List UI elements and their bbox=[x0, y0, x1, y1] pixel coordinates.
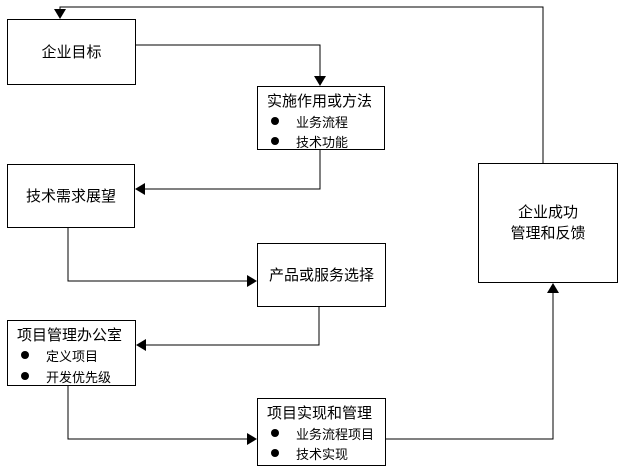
bullet-icon bbox=[21, 351, 29, 359]
node-implementation-method-title: 实施作用或方法 bbox=[267, 92, 373, 110]
connector-realization-to-success bbox=[386, 283, 559, 440]
bullet-label: 定义项目 bbox=[46, 349, 99, 365]
node-tech-requirement-outlook: 技术需求展望 bbox=[7, 164, 135, 228]
bullet-label: 技术功能 bbox=[296, 135, 349, 150]
node-product-service-selection: 产品或服务选择 bbox=[257, 243, 386, 307]
node-tech-requirement-outlook-label: 技术需求展望 bbox=[25, 186, 116, 205]
bullet-label: 开发优先级 bbox=[46, 370, 112, 386]
connector-techreq-to-product bbox=[67, 228, 257, 287]
connector-pmo-to-realization bbox=[67, 386, 257, 445]
bullet-icon bbox=[271, 429, 279, 437]
node-project-realization: 项目实现和管理 业务流程项目 技术实现 bbox=[257, 398, 386, 466]
bullet-icon bbox=[271, 117, 279, 125]
node-implementation-method: 实施作用或方法 业务流程 技术功能 bbox=[257, 86, 385, 150]
node-product-service-selection-label: 产品或服务选择 bbox=[268, 265, 374, 284]
bullet-item: 业务流程项目 bbox=[258, 423, 385, 443]
bullet-icon bbox=[21, 372, 29, 380]
node-pmo-title: 项目管理办公室 bbox=[17, 326, 123, 344]
connector-product-to-pmo bbox=[136, 307, 320, 351]
bullet-item: 技术功能 bbox=[258, 131, 384, 150]
node-enterprise-success-label: 企业成功 管理和反馈 bbox=[510, 202, 585, 244]
bullet-item: 业务流程 bbox=[258, 111, 384, 131]
connector-goals-to-method bbox=[136, 44, 326, 86]
bullet-item: 定义项目 bbox=[8, 345, 135, 365]
bullet-icon bbox=[271, 449, 279, 457]
connector-success-to-goals bbox=[54, 6, 544, 163]
bullet-label: 业务流程项目 bbox=[296, 427, 375, 443]
bullet-icon bbox=[271, 137, 279, 145]
node-pmo: 项目管理办公室 定义项目 开发优先级 bbox=[7, 320, 136, 386]
node-enterprise-success-line2: 管理和反馈 bbox=[510, 224, 586, 242]
bullet-label: 技术实现 bbox=[296, 447, 349, 463]
node-enterprise-success: 企业成功 管理和反馈 bbox=[478, 163, 618, 283]
node-project-realization-title: 项目实现和管理 bbox=[267, 404, 373, 422]
bullet-label: 业务流程 bbox=[296, 115, 349, 131]
node-enterprise-goals-label: 企业目标 bbox=[41, 42, 102, 61]
node-enterprise-goals: 企业目标 bbox=[7, 19, 136, 85]
bullet-item: 开发优先级 bbox=[8, 365, 135, 386]
connector-method-to-techreq bbox=[135, 150, 321, 195]
node-enterprise-success-line1: 企业成功 bbox=[517, 203, 578, 221]
bullet-item: 技术实现 bbox=[258, 443, 385, 463]
